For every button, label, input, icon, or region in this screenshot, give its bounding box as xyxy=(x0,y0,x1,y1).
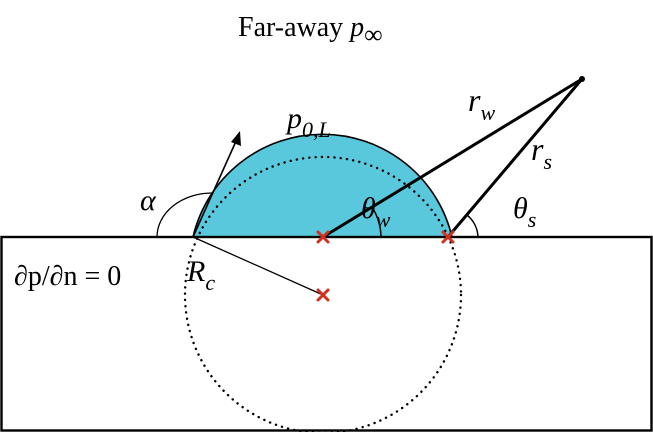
title-symbol: p xyxy=(348,12,364,43)
radius-s-symbol: r xyxy=(531,131,544,167)
radius-c-subscript: c xyxy=(205,270,215,295)
title-prefix: Far-away xyxy=(238,12,350,43)
angle-s-subscript: s xyxy=(528,207,537,232)
radius-s-label: rs xyxy=(531,131,552,174)
tangent-arrow-line xyxy=(192,138,238,238)
wall-rectangle xyxy=(0,235,653,432)
dotted-circle xyxy=(183,155,463,432)
angle-w-subscript: w xyxy=(376,207,391,232)
radius-c-label: Rc xyxy=(186,255,215,295)
center-marker-circle xyxy=(316,288,330,302)
radius-w-line xyxy=(322,77,583,239)
angle-s-label: θs xyxy=(513,192,536,232)
droplet-pressure-subscript: 0,L xyxy=(302,117,331,142)
radius-s-line xyxy=(446,78,584,238)
center-marker-wall xyxy=(316,230,330,244)
radius-c-line xyxy=(192,236,324,296)
radius-w-symbol: r xyxy=(468,82,481,118)
radius-s-subscript: s xyxy=(543,149,552,174)
boundary-condition-label: ∂p/∂n = 0 xyxy=(14,261,121,292)
angle-s-symbol: θ xyxy=(513,192,528,225)
radius-w-subscript: w xyxy=(480,100,495,125)
tangent-arrow-head xyxy=(231,131,241,146)
radius-c-symbol: R xyxy=(186,255,205,288)
contact-angle-label: α xyxy=(140,184,157,217)
title-subscript: ∞ xyxy=(364,20,383,49)
far-point xyxy=(579,76,585,82)
droplet-pressure-label: p0,L xyxy=(285,102,331,142)
droplet-cap xyxy=(193,134,452,237)
angle-w-symbol: θ xyxy=(361,192,376,225)
radius-w-label: rw xyxy=(468,82,495,125)
angle-w-label: θw xyxy=(361,192,391,232)
contact-marker-right xyxy=(441,230,455,244)
theta-w-arc xyxy=(371,206,382,238)
droplet-pressure-symbol: p xyxy=(285,102,302,135)
diagram-title: Far-away p∞ xyxy=(238,12,383,49)
alpha-arc xyxy=(156,192,213,238)
theta-s-arc xyxy=(466,214,479,238)
